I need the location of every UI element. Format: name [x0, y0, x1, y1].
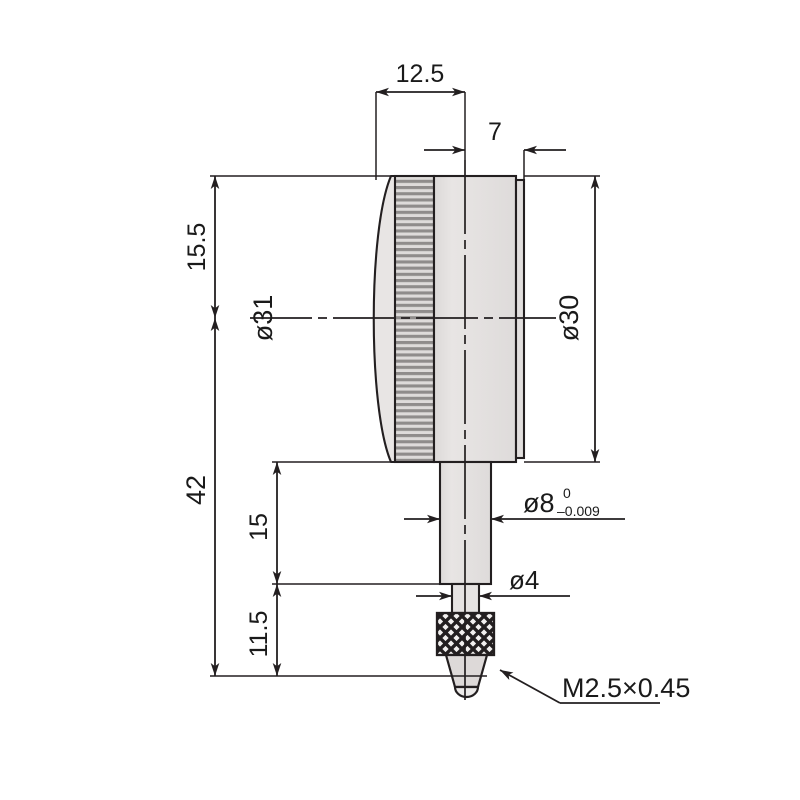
dimension-stem-diameter: ø8 0 –0.009: [404, 485, 625, 524]
bezel-knurled-ring: [393, 174, 436, 464]
dimension-width-overall: 12.5: [376, 60, 465, 97]
dial-case-body: [432, 174, 518, 464]
dimension-label-d4: ø4: [509, 565, 539, 595]
dimension-tip-length: 11.5: [245, 584, 282, 676]
dimension-label-7: 7: [488, 118, 502, 146]
contact-point-taper: [444, 653, 489, 689]
part-geometry: [372, 174, 526, 699]
contact-point-tip: [453, 685, 480, 699]
extension-lines: [210, 92, 600, 677]
dimension-label-15: 15: [245, 513, 273, 541]
dimension-label-11-5: 11.5: [245, 611, 273, 658]
dimension-height-top-to-center: 15.5: [183, 176, 220, 318]
dimension-bezel-diameter: ø31: [248, 295, 278, 342]
dimension-label-d31: ø31: [248, 295, 278, 342]
dimension-rod-diameter: ø4: [416, 565, 570, 601]
dimension-label-d8: ø8: [523, 488, 555, 518]
dimension-label-15-5: 15.5: [183, 223, 211, 272]
tolerance-lower: –0.009: [557, 503, 600, 519]
center-lines: [250, 160, 556, 700]
callout-thread: M2.5×0.45: [499, 669, 690, 704]
dimension-stem-length: 15: [245, 462, 282, 584]
dial-back-cap: [514, 178, 526, 460]
dimension-body-diameter: ø30: [554, 176, 600, 462]
dimension-label-d30: ø30: [554, 295, 584, 342]
dimension-label-42: 42: [181, 475, 211, 505]
dimension-label-12-5: 12.5: [396, 60, 445, 88]
dimension-width-back: 7: [424, 118, 566, 155]
callout-label-thread: M2.5×0.45: [562, 673, 690, 703]
dimension-height-total: 42: [181, 318, 220, 676]
tolerance-upper: 0: [563, 485, 571, 501]
